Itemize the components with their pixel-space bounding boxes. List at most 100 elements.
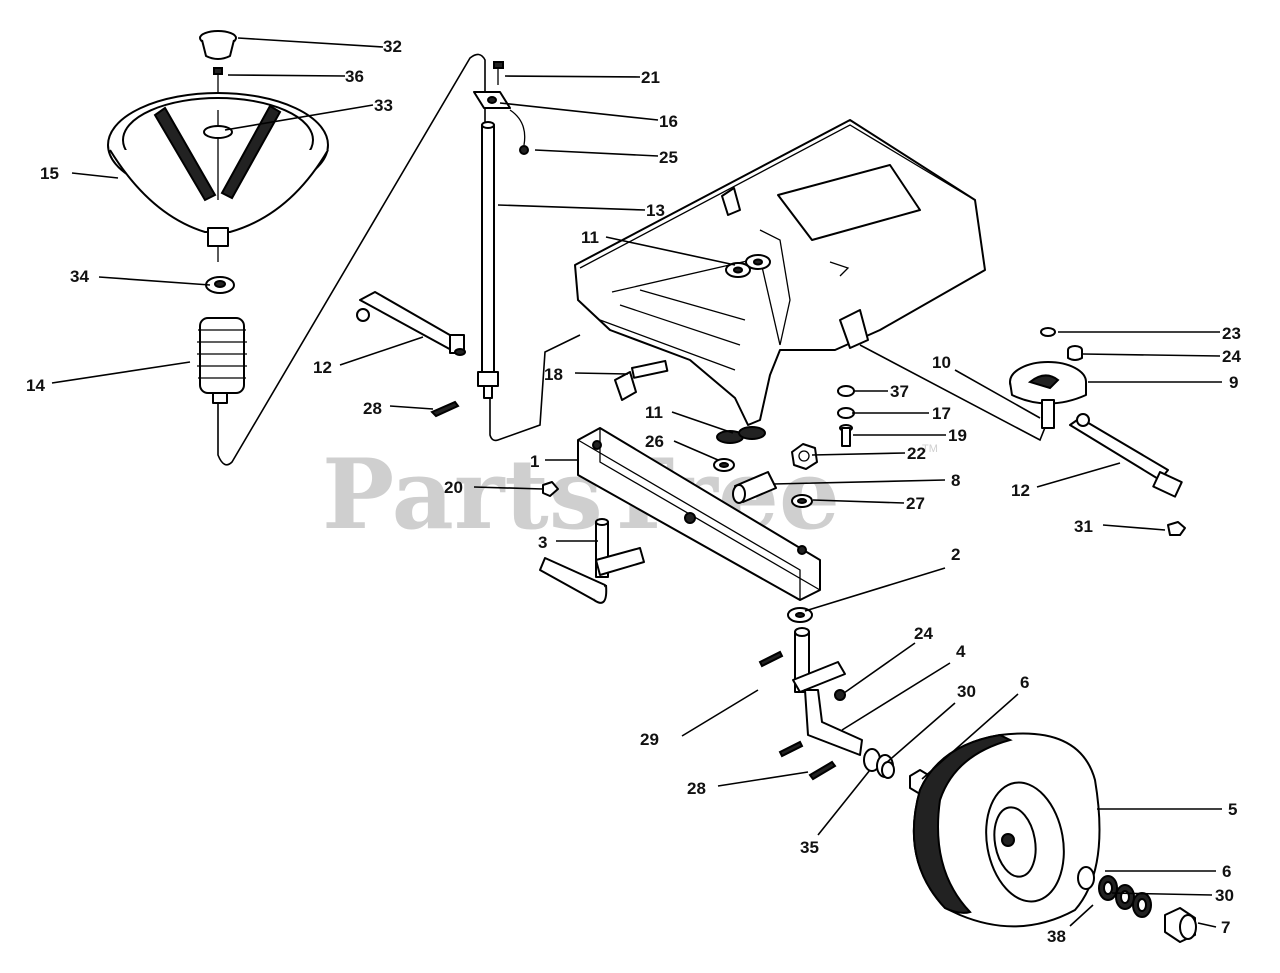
leader-line-c6a xyxy=(921,693,1019,780)
callout-c20[interactable]: 20 xyxy=(444,478,463,497)
callout-c11b[interactable]: 11 xyxy=(645,403,663,422)
spacer-38[interactable] xyxy=(1098,875,1118,901)
leader-line-c31 xyxy=(1102,524,1166,531)
front-axle[interactable] xyxy=(577,427,821,601)
callout-c9[interactable]: 9 xyxy=(1229,373,1238,392)
callout-c13[interactable]: 13 xyxy=(646,201,665,220)
callout-c35[interactable]: 35 xyxy=(800,838,819,857)
callout-c12b[interactable]: 12 xyxy=(1011,481,1030,500)
callout-c11a[interactable]: 11 xyxy=(581,228,599,247)
wheel-screw[interactable] xyxy=(213,67,223,92)
cotter-pin[interactable] xyxy=(509,109,529,155)
callout-c6a[interactable]: 6 xyxy=(1020,673,1029,692)
callout-c8[interactable]: 8 xyxy=(951,471,960,490)
callout-c15[interactable]: 15 xyxy=(40,164,59,183)
callout-c28a[interactable]: 28 xyxy=(363,399,382,418)
leader-line-c20 xyxy=(473,486,544,490)
spacer-26[interactable] xyxy=(713,458,735,472)
nut-31[interactable] xyxy=(1167,521,1186,536)
axle-washer-27[interactable] xyxy=(791,494,813,508)
callout-c4[interactable]: 4 xyxy=(956,642,966,661)
callout-c3[interactable]: 3 xyxy=(538,533,547,552)
steering-shaft[interactable] xyxy=(477,121,499,399)
callout-c32[interactable]: 32 xyxy=(383,37,402,56)
callout-c24b[interactable]: 24 xyxy=(914,624,933,643)
callout-c17[interactable]: 17 xyxy=(932,404,951,423)
callout-c28b[interactable]: 28 xyxy=(687,779,706,798)
nut-23[interactable] xyxy=(1040,327,1056,337)
bushing-24[interactable] xyxy=(1067,345,1083,361)
callout-c31[interactable]: 31 xyxy=(1074,517,1093,536)
washer-17[interactable] xyxy=(837,407,855,419)
pivot-washers-lower[interactable] xyxy=(716,426,766,444)
leader-line-c16 xyxy=(499,102,659,121)
leader-line-c36 xyxy=(227,74,346,77)
grease-fitting[interactable] xyxy=(542,481,559,497)
callout-c24a[interactable]: 24 xyxy=(1222,347,1241,366)
spindle-right[interactable] xyxy=(792,627,863,756)
callout-c26[interactable]: 26 xyxy=(645,432,664,451)
spindle-washer-30[interactable] xyxy=(881,761,895,779)
callout-c33[interactable]: 33 xyxy=(374,96,393,115)
steering-gear-sector[interactable] xyxy=(1009,361,1087,429)
callout-c6b[interactable]: 6 xyxy=(1222,862,1231,881)
callout-c21[interactable]: 21 xyxy=(641,68,660,87)
callout-c25[interactable]: 25 xyxy=(659,148,678,167)
callout-c2[interactable]: 2 xyxy=(951,545,960,564)
tie-rod-right[interactable] xyxy=(1069,413,1183,498)
callout-c27[interactable]: 27 xyxy=(906,494,925,513)
callout-c1[interactable]: 1 xyxy=(530,452,539,471)
pivot-bolt[interactable] xyxy=(614,359,669,401)
front-wheel[interactable] xyxy=(912,732,1101,928)
leader-line-c28b xyxy=(717,771,809,787)
callout-c38[interactable]: 38 xyxy=(1047,927,1066,946)
steering-bellows[interactable] xyxy=(197,317,247,404)
callout-c12a[interactable]: 12 xyxy=(313,358,332,377)
column-bracket[interactable] xyxy=(473,91,511,109)
bushing-24-lower[interactable] xyxy=(834,689,846,701)
washers-30[interactable] xyxy=(1115,884,1152,918)
callout-c10[interactable]: 10 xyxy=(932,353,951,372)
column-bolt[interactable] xyxy=(493,61,504,85)
leader-line-c34 xyxy=(98,276,211,286)
axle-nut-22[interactable] xyxy=(791,443,818,470)
callout-c7[interactable]: 7 xyxy=(1221,918,1230,937)
leader-line-c21 xyxy=(504,75,641,78)
leader-line-c35 xyxy=(817,769,871,836)
callout-c29[interactable]: 29 xyxy=(640,730,659,749)
hairpin-upper[interactable] xyxy=(430,400,460,418)
leader-line-c24a xyxy=(1082,353,1221,357)
wheel-bearing-6b[interactable] xyxy=(1077,866,1095,890)
callout-c30a[interactable]: 30 xyxy=(957,682,976,701)
callout-c14[interactable]: 14 xyxy=(26,376,45,395)
leader-line-c27 xyxy=(812,499,905,504)
assembly-line-wheel xyxy=(217,53,486,466)
cotter-pins-29[interactable] xyxy=(758,650,804,758)
column-washer[interactable] xyxy=(205,276,235,294)
horn-cap[interactable] xyxy=(199,30,237,60)
callout-c34[interactable]: 34 xyxy=(70,267,89,286)
pivot-washers-upper[interactable] xyxy=(725,254,771,278)
nut-37[interactable] xyxy=(837,385,855,397)
leader-line-c12b xyxy=(1036,462,1121,488)
axle-bushing[interactable] xyxy=(732,471,777,504)
callout-c19[interactable]: 19 xyxy=(948,426,967,445)
hub-cap-7[interactable] xyxy=(1164,907,1197,943)
leader-line-c13 xyxy=(497,204,646,211)
callout-c36[interactable]: 36 xyxy=(345,67,364,86)
steering-wheel[interactable] xyxy=(107,92,329,262)
callout-c22[interactable]: 22 xyxy=(907,444,926,463)
callout-c16[interactable]: 16 xyxy=(659,112,678,131)
callout-c37[interactable]: 37 xyxy=(890,382,909,401)
leader-line-c30a xyxy=(885,702,956,764)
leader-line-c7 xyxy=(1197,922,1217,928)
watermark-tm: TM xyxy=(922,443,938,455)
callout-c5[interactable]: 5 xyxy=(1228,800,1237,819)
spindle-left[interactable] xyxy=(539,518,645,604)
callout-c18[interactable]: 18 xyxy=(544,365,563,384)
bolt-19[interactable] xyxy=(839,424,853,447)
tie-rod-left[interactable] xyxy=(356,291,466,356)
callout-c23[interactable]: 23 xyxy=(1222,324,1241,343)
callout-c30b[interactable]: 30 xyxy=(1215,886,1234,905)
hairpin-lower[interactable] xyxy=(808,760,837,781)
